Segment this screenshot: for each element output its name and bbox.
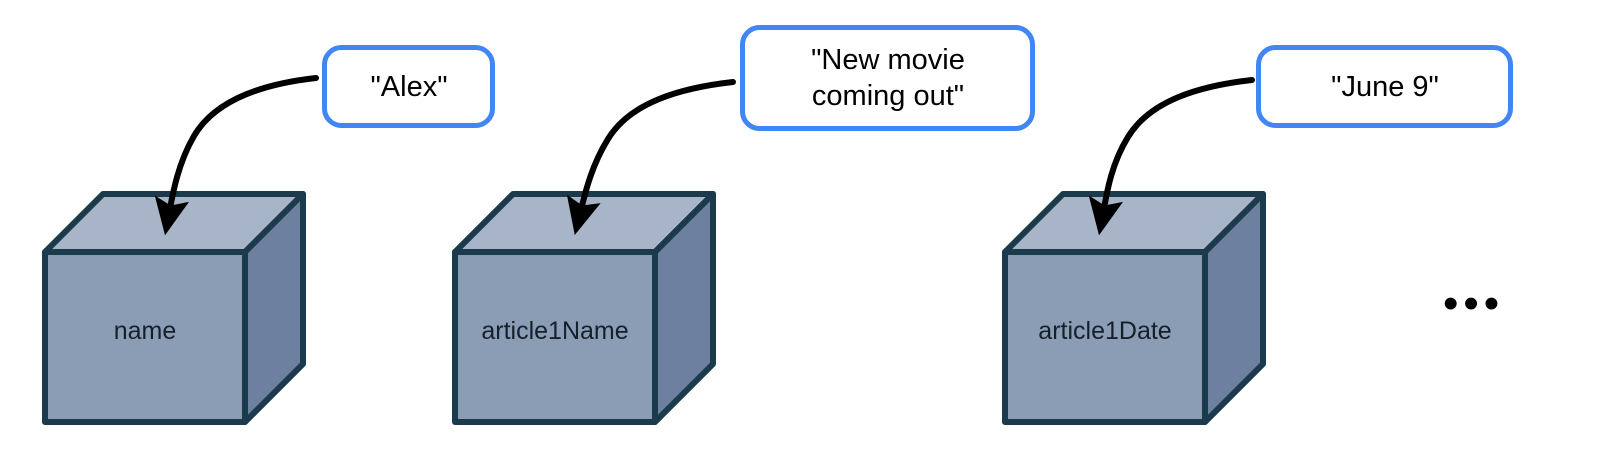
callout-bubble-3[interactable] [1256,45,1513,128]
cube-article1name-front-face [452,249,658,425]
arrow-bubble-2-to-cube-article1name [566,79,736,235]
callout-bubble-2[interactable] [740,25,1035,131]
cube-article1name [452,191,716,425]
cube-article1date-front-face [1002,249,1208,425]
cube-name [42,191,306,425]
callout-bubble-1[interactable] [322,45,495,128]
cube-article1date [1002,191,1266,425]
cube-name-front-face [42,249,248,425]
arrow-bubble-1-to-cube-name [154,75,319,236]
more-items-ellipsis-icon: ••• [1443,279,1505,328]
arrow-bubble-3-to-cube-article1date [1088,77,1255,236]
